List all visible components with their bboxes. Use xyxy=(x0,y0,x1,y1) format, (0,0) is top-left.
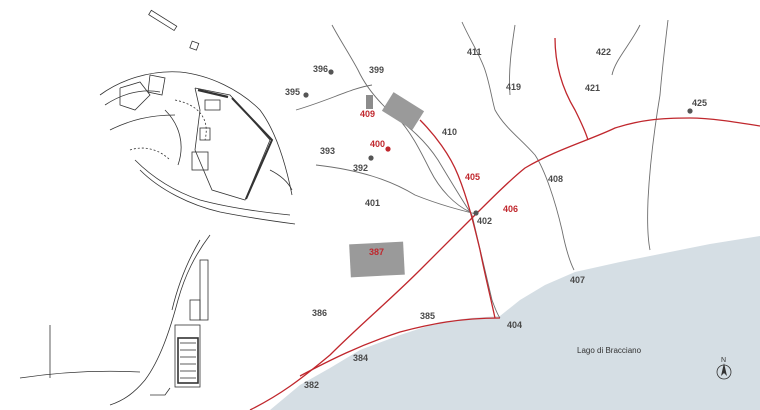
site-labels: 396 399 395 409 400 393 392 410 411 419 … xyxy=(285,47,707,390)
marker-396 xyxy=(328,69,334,75)
label-382: 382 xyxy=(304,380,319,390)
site-markers xyxy=(303,69,693,216)
marker-395 xyxy=(303,92,309,98)
archaeological-plan-lower xyxy=(19,234,211,406)
label-392: 392 xyxy=(353,163,368,173)
label-401: 401 xyxy=(365,198,380,208)
label-411: 411 xyxy=(467,47,482,57)
building-409 xyxy=(381,92,425,130)
label-419: 419 xyxy=(506,82,521,92)
label-400: 400 xyxy=(370,139,385,149)
label-402: 402 xyxy=(477,216,492,226)
label-404: 404 xyxy=(507,320,522,330)
label-384: 384 xyxy=(353,353,368,363)
label-406: 406 xyxy=(503,204,518,214)
label-425: 425 xyxy=(692,98,707,108)
north-label: N xyxy=(721,357,726,364)
marker-400 xyxy=(385,146,391,152)
building-387 xyxy=(349,241,405,278)
label-385: 385 xyxy=(420,311,435,321)
roads xyxy=(249,37,760,410)
marker-425 xyxy=(687,108,693,114)
label-407: 407 xyxy=(570,275,585,285)
structure-399 xyxy=(366,95,373,109)
label-409: 409 xyxy=(360,109,375,119)
label-395: 395 xyxy=(285,87,300,97)
label-393: 393 xyxy=(320,146,335,156)
label-405: 405 xyxy=(465,172,480,182)
marker-402 xyxy=(473,210,479,216)
label-386: 386 xyxy=(312,308,327,318)
label-399: 399 xyxy=(369,65,384,75)
archaeological-plan-upper xyxy=(99,9,296,225)
lake-label: Lago di Bracciano xyxy=(577,346,642,355)
label-396: 396 xyxy=(313,64,328,74)
label-408: 408 xyxy=(548,174,563,184)
north-arrow-icon: N xyxy=(716,357,732,380)
label-410: 410 xyxy=(442,127,457,137)
label-422: 422 xyxy=(596,47,611,57)
lake-area xyxy=(270,236,760,410)
label-421: 421 xyxy=(585,83,600,93)
marker-392 xyxy=(368,155,374,161)
label-387: 387 xyxy=(369,247,384,257)
